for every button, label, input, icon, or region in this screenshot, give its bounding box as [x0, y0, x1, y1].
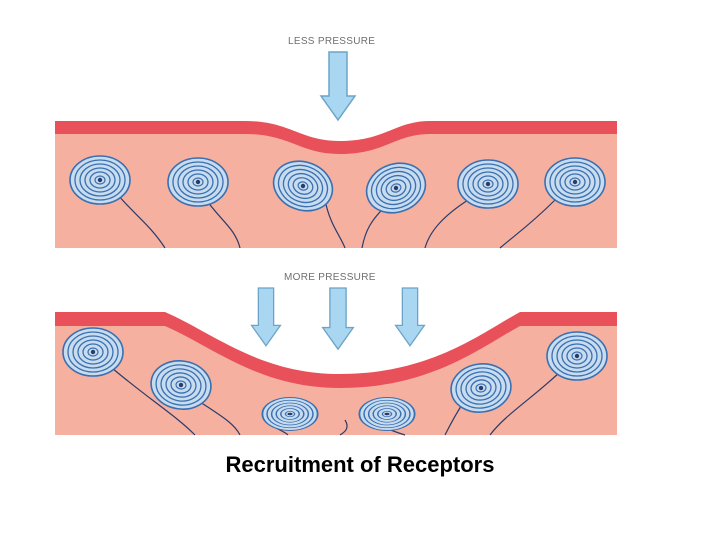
receptor-icon — [261, 396, 319, 432]
bottom-skin-surface — [55, 312, 617, 388]
receptor-icon — [546, 331, 608, 381]
receptor-icon — [457, 159, 519, 209]
top-panel — [55, 51, 617, 249]
top-skin-surface — [55, 121, 617, 154]
bottom-panel — [55, 287, 617, 436]
diagram-caption: Recruitment of Receptors — [225, 452, 495, 477]
pressure-arrow-icon — [320, 51, 356, 121]
pressure-arrow-icon — [322, 287, 354, 350]
receptor-icon — [544, 157, 606, 207]
receptor-icon — [358, 396, 416, 432]
receptor-icon — [167, 157, 229, 207]
bottom-panel-label: MORE PRESSURE — [284, 272, 376, 283]
receptor-icon — [69, 155, 131, 205]
pressure-arrow-icon — [250, 287, 282, 347]
bottom-nerve-fibers — [111, 367, 561, 436]
receptor-icon — [62, 327, 124, 377]
pressure-arrow-icon — [394, 287, 426, 347]
top-panel-label: LESS PRESSURE — [288, 36, 376, 47]
